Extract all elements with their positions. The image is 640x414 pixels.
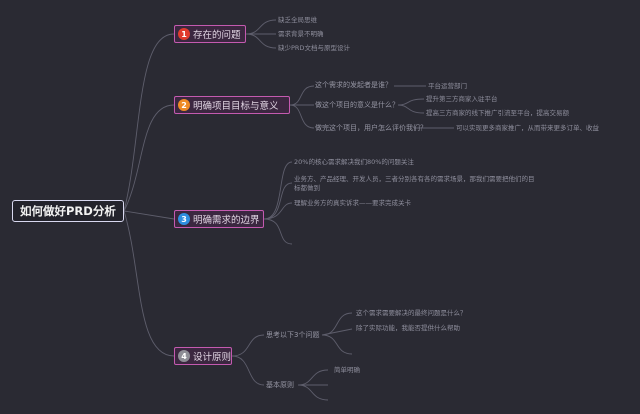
connector-b2-q2-a1 (397, 98, 425, 106)
connector-b3-leaf-1 (263, 161, 293, 220)
branch-node-4[interactable]: 4 设计原则 (174, 347, 232, 365)
connector-root-branch-2 (123, 104, 175, 212)
connector-b3-leaf-2 (263, 182, 293, 220)
connector-b4-sub-1 (231, 334, 265, 357)
b1-leaf-1: 缺乏全局思维 (278, 16, 317, 24)
b2-q2-answer-1: 提升第三方商家入驻平台 (426, 95, 498, 103)
b2-question-1: 这个需求的发起者是谁？ (315, 81, 392, 89)
connector-b3-leaf-3 (263, 202, 293, 220)
branch-label-1: 存在的问题 (193, 30, 241, 41)
b4-s1-leaf-1: 这个需求需要解决的最终问题是什么？ (356, 309, 467, 317)
b2-question-2: 做这个项目的意义是什么？ (315, 101, 399, 109)
b2-q2-answer-2: 提高三方商家的线下推广引流至平台，提高交易额 (426, 109, 569, 117)
branch-number-badge-3: 3 (178, 213, 190, 225)
b2-question-3: 做完这个项目，用户怎么评价我们？ (315, 124, 427, 132)
connector-b2-q3 (289, 104, 315, 129)
branch-node-2[interactable]: 2 明确项目目标与意义 (174, 96, 290, 114)
b4-s1-leaf-2: 除了实际功能，我能否提供什么帮助 (356, 324, 460, 332)
connector-b4-s1-leaf-3 (321, 334, 353, 355)
branch-label-2: 明确项目目标与意义 (193, 101, 279, 112)
connector-b4-sub-2 (231, 355, 265, 386)
branch-number-badge-2: 2 (178, 99, 190, 111)
root-node[interactable]: 如何做好PRD分析 (12, 200, 124, 222)
connector-b3-leaf-4 (263, 218, 293, 245)
connector-b4-s2-leaf-1 (297, 369, 329, 386)
b4-s2-leaf-1: 简单明确 (334, 366, 360, 374)
connector-b2-q2-a2 (397, 104, 425, 114)
connector-root-branch-3 (123, 210, 175, 220)
connector-b1-leaf-3 (245, 33, 277, 49)
branch-number-badge-1: 1 (178, 28, 190, 40)
connector-b4-s2-leaf-3 (297, 384, 329, 401)
b3-leaf-2: 业务方、产品经理、开发人员，三者分别各有各的需求场景，那我们需要把他们的目标都做… (294, 175, 535, 192)
branch-label-4: 设计原则 (193, 352, 232, 363)
branch-node-3[interactable]: 3 明确需求的边界 (174, 210, 264, 228)
b4-sub-2: 基本原则 (266, 381, 294, 389)
branch-number-badge-4: 4 (178, 350, 190, 362)
connector-root-branch-4 (123, 210, 175, 357)
connector-b4-s1-leaf-2 (321, 328, 353, 336)
b4-sub-1: 思考以下3个问题 (266, 331, 320, 339)
connector-root-branch-1 (123, 33, 175, 212)
b1-leaf-3: 缺少PRD文档与原型设计 (278, 44, 350, 52)
b3-leaf-3: 理解业务方的真实诉求——要求完成关卡 (294, 199, 411, 207)
b2-q1-answer-1: 平台运营部门 (428, 82, 467, 90)
b2-q3-answer-1: 可以实现更多商家推广，从而带来更多订单、收益 (456, 124, 599, 132)
b3-leaf-1: 20%的核心需求解决我们80%的问题关注 (294, 158, 414, 166)
branch-label-3: 明确需求的边界 (193, 215, 260, 226)
b1-leaf-2: 需求背景不明确 (278, 30, 324, 38)
root-label: 如何做好PRD分析 (20, 204, 116, 218)
connector-b2-q1 (289, 85, 315, 106)
branch-node-1[interactable]: 1 存在的问题 (174, 25, 246, 43)
connector-b1-leaf-1 (245, 19, 277, 35)
